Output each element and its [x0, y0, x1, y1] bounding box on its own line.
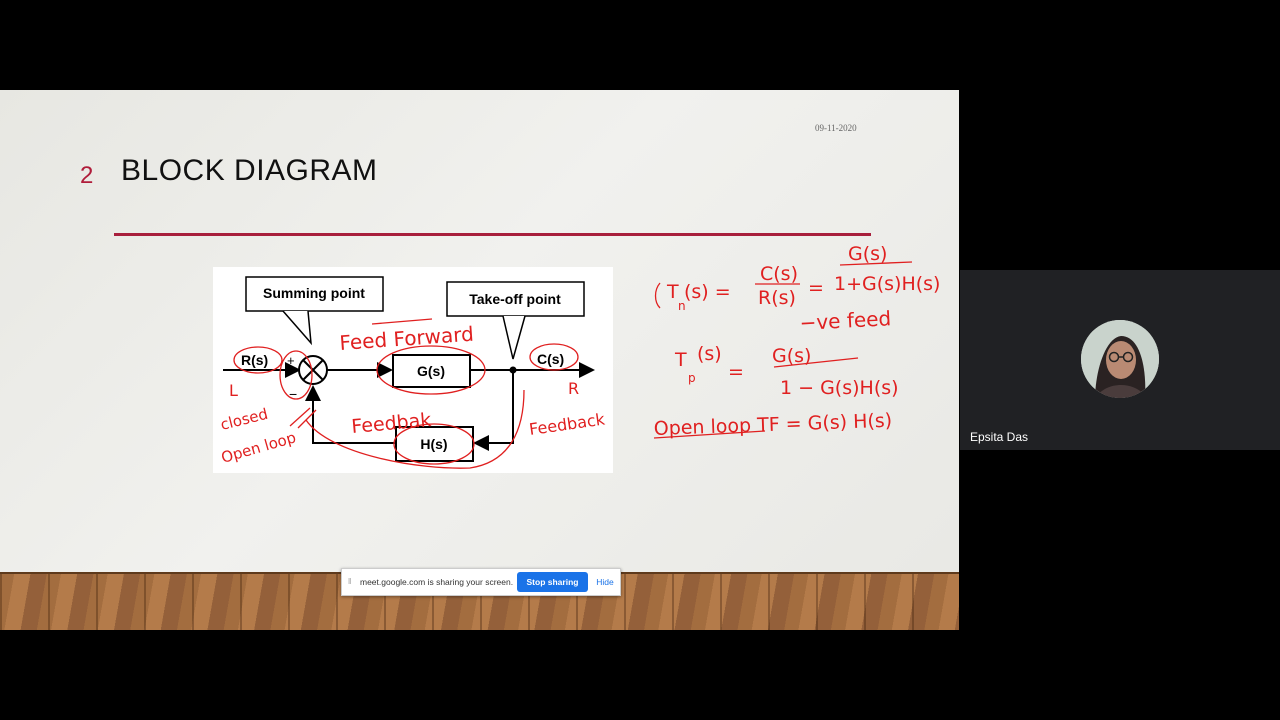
hide-button[interactable]: Hide: [594, 573, 616, 591]
svg-text:1 − G(s)H(s): 1 − G(s)H(s): [780, 377, 899, 399]
share-message: meet.google.com is sharing your screen.: [360, 577, 514, 587]
svg-text:p: p: [688, 371, 696, 385]
minus-sign: −: [289, 386, 297, 402]
participant-avatar: [1081, 320, 1159, 398]
svg-text:G(s): G(s): [772, 345, 811, 367]
participant-tile[interactable]: Epsita Das: [960, 270, 1280, 450]
slide-date: 09-11-2020: [815, 123, 857, 133]
svg-text:=: =: [808, 277, 824, 299]
stop-sharing-button[interactable]: Stop sharing: [517, 572, 588, 592]
slide-title: BLOCK DIAGRAM: [121, 154, 378, 187]
svg-text:T: T: [666, 281, 679, 303]
drag-handle-icon[interactable]: ‖: [348, 577, 352, 586]
svg-text:T: T: [674, 349, 687, 371]
plus-sign: +: [287, 353, 295, 368]
takeoff-point-callout: [446, 281, 585, 317]
block-diagram: Summing point Take-off point R(s) + − G(…: [223, 276, 595, 462]
shared-slide: 09-11-2020 2 BLOCK DIAGRAM Summing point…: [0, 90, 959, 630]
title-underline: [114, 233, 871, 236]
takeoff-point-label: Take-off point: [469, 291, 561, 307]
svg-text:n: n: [678, 299, 686, 313]
forward-block-label: G(s): [417, 363, 445, 379]
screen-share-bar: ‖ meet.google.com is sharing your screen…: [341, 568, 621, 596]
summing-point-label: Summing point: [263, 285, 365, 301]
svg-text:=: =: [728, 361, 744, 383]
input-label: R(s): [241, 352, 268, 368]
slide-number: 2: [80, 162, 94, 189]
feedback-block-label: H(s): [420, 436, 447, 452]
block-diagram-panel: Summing point Take-off point R(s) + − G(…: [213, 267, 613, 473]
svg-text:C(s): C(s): [760, 263, 798, 285]
svg-text:R(s): R(s): [758, 287, 796, 309]
svg-text:G(s): G(s): [848, 243, 887, 265]
ve-feed-annotation: −ve feed: [799, 306, 892, 335]
participant-name: Epsita Das: [970, 430, 1029, 444]
svg-text:1+G(s)H(s): 1+G(s)H(s): [834, 273, 940, 295]
svg-text:(s): (s): [697, 343, 722, 365]
open-loop-tf-annotation: Open loop TF = G(s) H(s): [653, 410, 892, 440]
output-label: C(s): [537, 351, 564, 367]
tn-formula: Tn(s) = C(s)R(s) = G(s) 1+G(s)H(s) Tp(s) =…: [666, 243, 940, 399]
svg-text:(s) =: (s) =: [684, 281, 731, 303]
summing-point-callout: [245, 276, 384, 312]
